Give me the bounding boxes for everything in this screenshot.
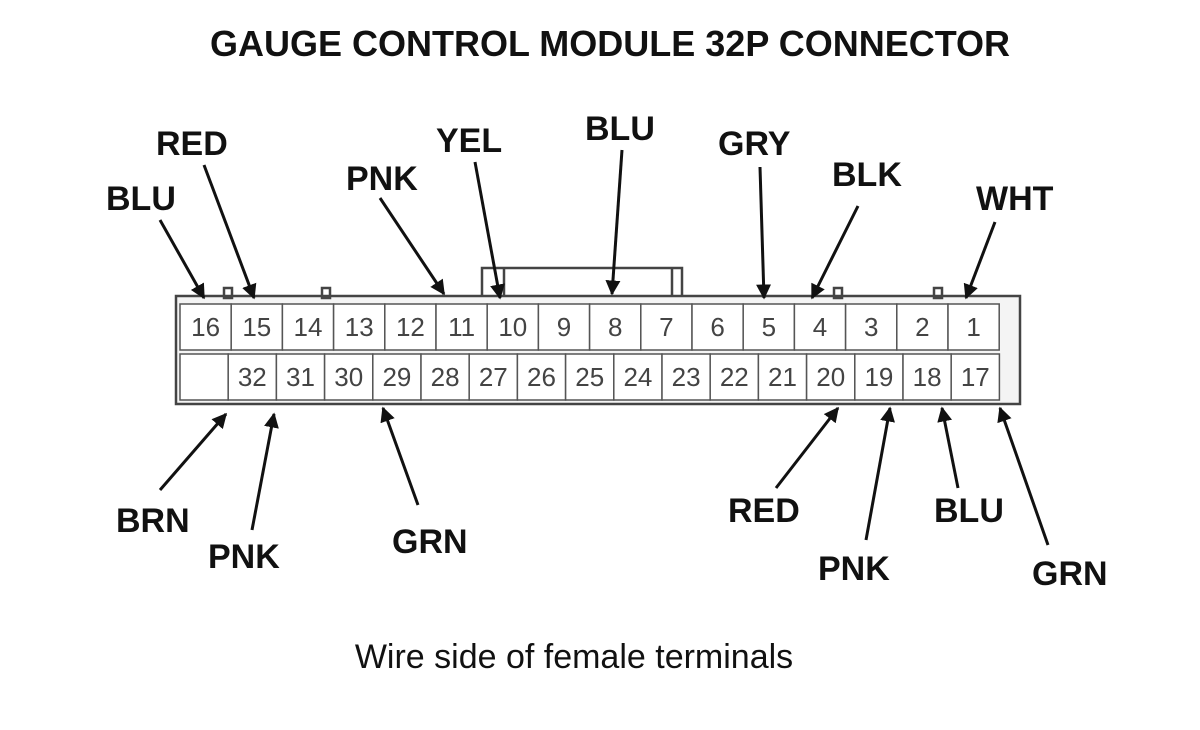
wire-label-pin-18: BLU — [934, 492, 1004, 530]
pin-number: 5 — [762, 312, 776, 342]
arrow-pin-32 — [158, 412, 228, 491]
arrow-pin-11 — [378, 197, 446, 296]
pin-number: 16 — [191, 312, 220, 342]
pin-number: 25 — [575, 362, 604, 392]
wire-label-pin-31: PNK — [208, 538, 280, 576]
pin-cell-blank — [179, 353, 229, 401]
arrow-pin-1 — [963, 221, 997, 300]
pin-number: 14 — [294, 312, 323, 342]
wire-label-pin-8: BLU — [585, 110, 655, 148]
pin-number: 17 — [961, 362, 990, 392]
pin-cell-5 — [742, 303, 796, 351]
pin-cell-29 — [372, 353, 422, 401]
pin-cell-22 — [709, 353, 760, 401]
arrow-pin-29 — [380, 406, 420, 506]
pin-number: 1 — [966, 312, 980, 342]
diagram-caption: Wire side of female terminals — [355, 638, 793, 676]
pin-number: 9 — [557, 312, 571, 342]
pin-cell-15 — [230, 303, 284, 351]
arrow-pin-19 — [864, 406, 895, 541]
pin-number: 32 — [238, 362, 267, 392]
pin-number: 8 — [608, 312, 622, 342]
pin-number: 6 — [710, 312, 724, 342]
pin-cell-27 — [468, 353, 519, 401]
pin-number: 2 — [915, 312, 929, 342]
wire-label-pin-19: PNK — [818, 550, 890, 588]
pin-cell-7 — [640, 303, 693, 351]
pin-number: 31 — [286, 362, 315, 392]
pin-cell-32 — [227, 353, 278, 401]
pin-number: 21 — [768, 362, 797, 392]
pin-number: 28 — [431, 362, 460, 392]
pin-cell-17 — [950, 353, 1001, 401]
wire-label-pin-17: GRN — [1032, 555, 1108, 593]
wire-label-pin-10: YEL — [436, 122, 502, 160]
bottom-pin-row: 32 31 30 29 28 27 26 25 24 23 22 21 20 19 18 17 — [179, 353, 1001, 401]
pin-cell-24 — [613, 353, 663, 401]
pin-number: 27 — [479, 362, 508, 392]
arrow-pin-10 — [473, 161, 505, 300]
wire-label-pin-5: GRY — [718, 125, 791, 163]
pin-number: 22 — [720, 362, 749, 392]
arrow-pin-18 — [937, 406, 960, 489]
top-pin-row: 16 15 14 13 12 11 10 9 8 7 6 5 4 3 2 1 — [179, 303, 1000, 351]
pin-number: 3 — [864, 312, 878, 342]
wire-label-pin-4: BLK — [832, 156, 902, 194]
pin-number: 15 — [242, 312, 271, 342]
pin-cell-16 — [179, 303, 232, 351]
wire-label-pin-16: BLU — [106, 180, 176, 218]
pin-cell-26 — [516, 353, 567, 401]
wire-label-pin-11: PNK — [346, 160, 418, 198]
pin-cell-6 — [691, 303, 744, 351]
pin-cell-9 — [537, 303, 591, 351]
pin-number: 12 — [396, 312, 425, 342]
diagram-title: GAUGE CONTROL MODULE 32P CONNECTOR — [210, 23, 1010, 64]
wire-label-pin-20: RED — [728, 492, 800, 530]
arrow-pin-16 — [158, 219, 206, 300]
pin-number: 18 — [913, 362, 942, 392]
pin-number: 23 — [672, 362, 701, 392]
pin-number: 24 — [623, 362, 652, 392]
arrow-pin-20 — [774, 406, 840, 489]
pin-number: 10 — [498, 312, 527, 342]
pin-number: 29 — [382, 362, 411, 392]
wire-label-pin-15: RED — [156, 125, 228, 163]
wire-label-pin-1: WHT — [976, 180, 1054, 218]
wire-label-pin-29: GRN — [392, 523, 468, 561]
pin-number: 19 — [864, 362, 893, 392]
pin-number: 26 — [527, 362, 556, 392]
arrow-pin-4 — [810, 205, 860, 300]
pin-number: 13 — [345, 312, 374, 342]
pin-cell-8 — [588, 303, 642, 351]
pin-cell-23 — [661, 353, 711, 401]
arrow-pin-17 — [997, 406, 1050, 546]
pin-number: 7 — [659, 312, 673, 342]
pin-cell-30 — [323, 353, 374, 401]
wire-label-pin-32: BRN — [116, 502, 190, 540]
wire-labels: BLU RED PNK YEL BLU GRY BLK WHT BRN PNK … — [106, 110, 1108, 593]
arrow-pin-5 — [756, 166, 772, 300]
arrow-pin-8 — [605, 149, 624, 296]
pin-number: 11 — [448, 312, 475, 342]
pin-number: 30 — [334, 362, 363, 392]
pin-cell-1 — [947, 303, 1000, 351]
pin-number: 20 — [816, 362, 845, 392]
arrow-pin-31 — [250, 412, 279, 531]
pin-cell-13 — [332, 303, 386, 351]
arrow-pin-15 — [202, 164, 257, 300]
pin-cell-21 — [757, 353, 808, 401]
pin-number: 4 — [813, 312, 827, 342]
